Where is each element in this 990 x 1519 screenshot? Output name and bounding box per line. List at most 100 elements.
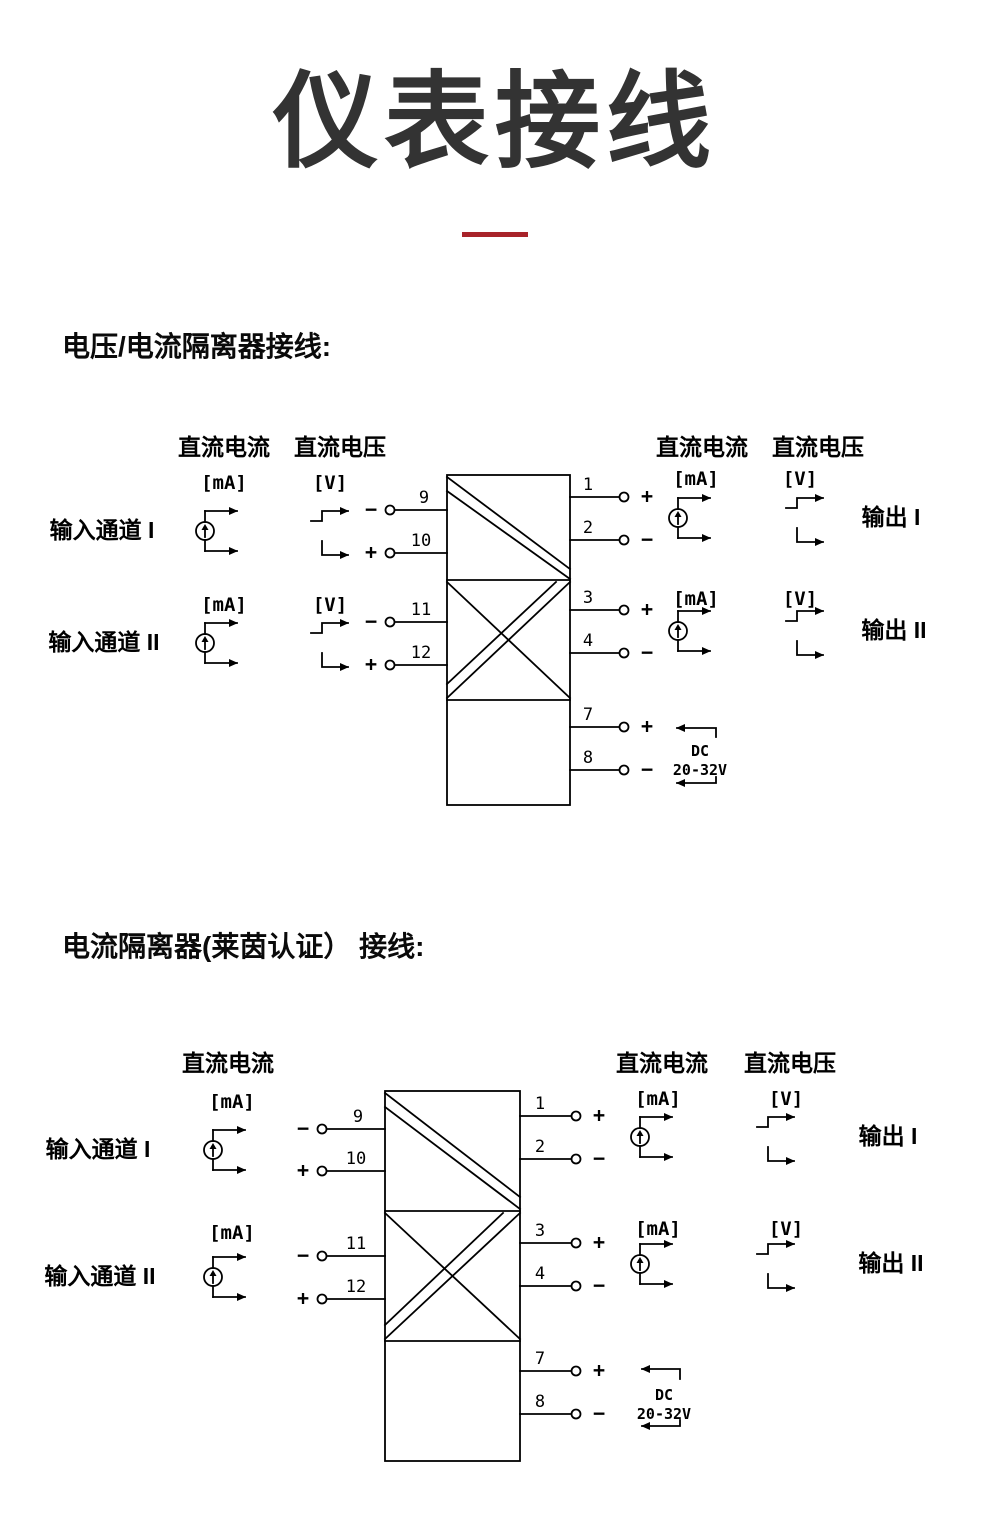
terminal-3-number: 3 xyxy=(535,1221,545,1241)
ma-unit-label: [mA] xyxy=(209,1222,255,1244)
terminal-11: − 11 xyxy=(297,1234,386,1267)
terminal-3: 3 + xyxy=(519,1221,605,1254)
terminal-8-number: 8 xyxy=(535,1392,545,1412)
dc-power-supply: DC 20-32V xyxy=(637,1364,691,1430)
title-underline-rule xyxy=(462,231,528,237)
terminal-3-sign: + xyxy=(593,1230,605,1254)
current-source-icon xyxy=(668,606,711,655)
terminal-10-sign: + xyxy=(365,540,377,564)
terminal-9-number: 9 xyxy=(419,488,429,508)
terminal-7: 7 + xyxy=(519,1349,605,1382)
isolator-body xyxy=(445,473,572,806)
isolation-barrier-icon xyxy=(383,1091,522,1340)
ma-unit-label: [mA] xyxy=(209,1091,255,1113)
terminal-9: − 9 xyxy=(365,488,448,521)
voltage-current-isolator-diagram: 直流电流 直流电压 直流电流 直流电压 [mA] [V] [mA] [V] [m… xyxy=(48,434,927,806)
dc-range-label: 20-32V xyxy=(637,1405,691,1423)
terminal-8-sign: − xyxy=(641,757,653,781)
terminal-8: 8 − xyxy=(519,1392,605,1425)
terminal-11-sign: − xyxy=(365,609,377,633)
terminal-12-number: 12 xyxy=(346,1277,366,1297)
terminal-11: − 11 xyxy=(365,600,448,633)
terminal-11-number: 11 xyxy=(346,1234,366,1254)
terminal-3-number: 3 xyxy=(583,588,593,608)
ma-unit-label: [mA] xyxy=(201,594,247,616)
terminal-2-sign: − xyxy=(593,1146,605,1170)
current-isolator-diagram: 直流电流 直流电流 直流电压 [mA] [mA] [V] [mA] [mA] [… xyxy=(44,1050,924,1462)
out-voltage-header: 直流电压 xyxy=(744,1050,836,1076)
terminal-1-number: 1 xyxy=(535,1094,545,1114)
current-source-icon xyxy=(195,618,238,667)
section2-heading: 电流隔离器(莱茵认证） 接线: xyxy=(62,930,425,962)
current-source-icon xyxy=(630,1112,673,1161)
voltage-source-icon xyxy=(310,506,349,559)
terminal-10: + 10 xyxy=(365,531,448,564)
terminal-2: 2 − xyxy=(569,518,653,551)
terminal-4-sign: − xyxy=(641,640,653,664)
terminal-12: + 12 xyxy=(297,1277,386,1310)
ma-unit-label: [mA] xyxy=(673,468,719,490)
current-source-icon xyxy=(195,506,238,555)
current-source-icon xyxy=(203,1252,246,1301)
terminal-1-number: 1 xyxy=(583,475,593,495)
terminal-4: 4 − xyxy=(569,631,653,664)
terminal-10-number: 10 xyxy=(411,531,431,551)
terminal-7-number: 7 xyxy=(583,705,593,725)
terminal-9: − 9 xyxy=(297,1107,386,1140)
dc-power-supply: DC 20-32V xyxy=(673,723,727,787)
output-1-label: 输出 I xyxy=(859,1123,918,1149)
terminal-2-number: 2 xyxy=(535,1137,545,1157)
input-channel-2-label: 输入通道 II xyxy=(48,629,159,655)
output-1-label: 输出 I xyxy=(862,504,921,530)
terminal-8-number: 8 xyxy=(583,748,593,768)
terminal-7: 7 + xyxy=(569,705,653,738)
dc-label: DC xyxy=(655,1386,673,1404)
terminal-2: 2 − xyxy=(519,1137,605,1170)
out-voltage-header: 直流电压 xyxy=(772,434,864,460)
v-unit-label: [V] xyxy=(769,1088,803,1110)
terminal-7-sign: + xyxy=(641,714,653,738)
terminal-3-sign: + xyxy=(641,597,653,621)
ma-unit-label: [mA] xyxy=(635,1088,681,1110)
dc-arrow-icon xyxy=(641,1364,681,1380)
voltage-source-icon xyxy=(756,1239,795,1292)
v-unit-label: [V] xyxy=(783,468,817,490)
v-unit-label: [V] xyxy=(769,1218,803,1240)
terminal-1: 1 + xyxy=(569,475,653,508)
voltage-source-icon xyxy=(310,618,349,671)
terminal-11-number: 11 xyxy=(411,600,431,620)
isolator-body xyxy=(383,1089,522,1462)
in-current-header: 直流电流 xyxy=(178,434,270,460)
terminal-4-number: 4 xyxy=(583,631,593,651)
terminal-10-sign: + xyxy=(297,1158,309,1182)
terminal-10: + 10 xyxy=(297,1149,386,1182)
current-source-icon xyxy=(630,1239,673,1288)
terminal-10-number: 10 xyxy=(346,1149,366,1169)
output-2-label: 输出 II xyxy=(861,617,926,643)
section1-heading: 电压/电流隔离器接线: xyxy=(62,330,332,362)
v-unit-label: [V] xyxy=(313,594,347,616)
dc-arrow-icon xyxy=(676,723,717,738)
terminal-12-sign: + xyxy=(297,1286,309,1310)
dc-label: DC xyxy=(691,742,709,760)
terminal-3: 3 + xyxy=(569,588,653,621)
ma-unit-label: [mA] xyxy=(673,588,719,610)
page-title: 仪表接线 xyxy=(272,64,717,181)
out-current-header: 直流电流 xyxy=(656,434,748,460)
terminal-8: 8 − xyxy=(569,748,653,781)
terminal-1-sign: + xyxy=(641,484,653,508)
output-2-label: 输出 II xyxy=(858,1250,923,1276)
dc-arrow-icon xyxy=(676,775,717,787)
input-channel-2-label: 输入通道 II xyxy=(44,1263,155,1289)
ma-unit-label: [mA] xyxy=(635,1218,681,1240)
v-unit-label: [V] xyxy=(783,588,817,610)
terminal-4-number: 4 xyxy=(535,1264,545,1284)
voltage-source-icon xyxy=(756,1112,795,1165)
in-current-header: 直流电流 xyxy=(182,1050,274,1076)
ma-unit-label: [mA] xyxy=(201,472,247,494)
terminal-2-sign: − xyxy=(641,527,653,551)
terminal-4: 4 − xyxy=(519,1264,605,1297)
input-channel-1-label: 输入通道 I xyxy=(50,517,155,543)
terminal-12-number: 12 xyxy=(411,643,431,663)
